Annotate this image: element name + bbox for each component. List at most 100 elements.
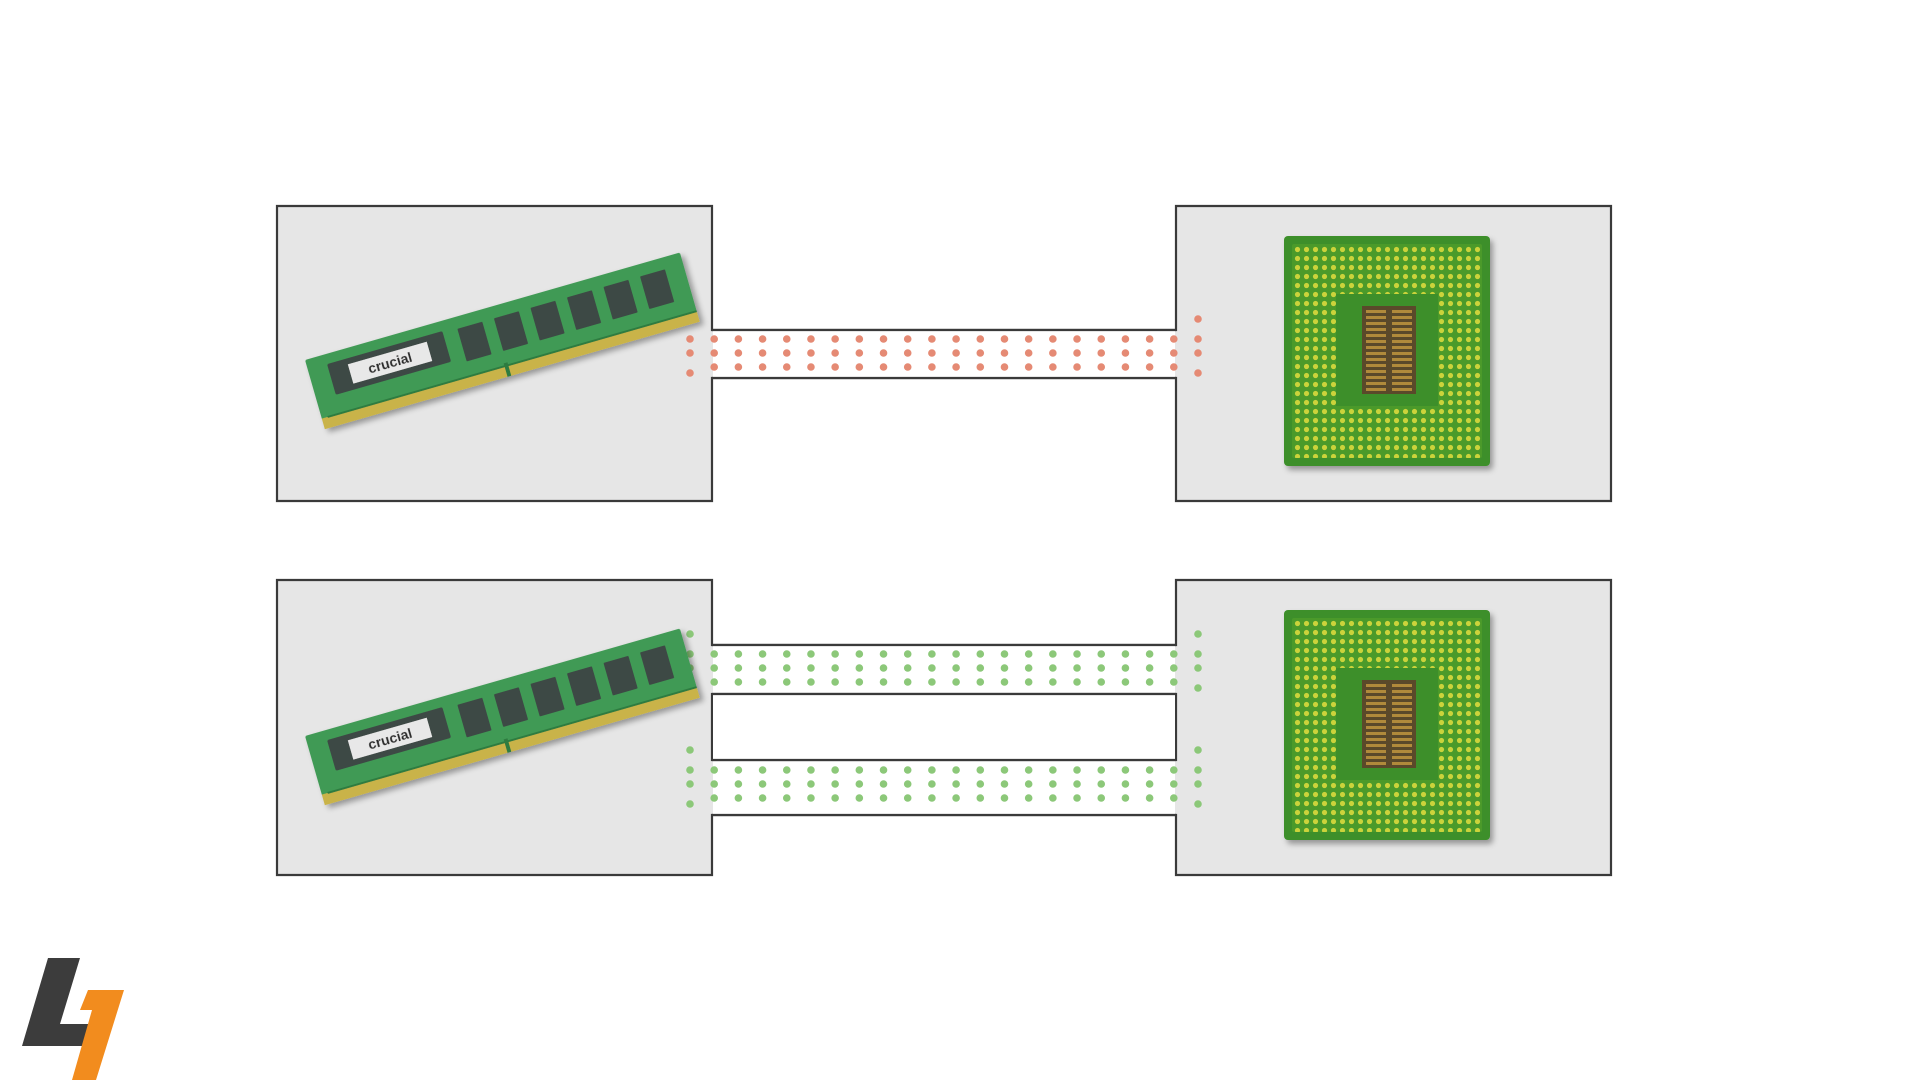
signal-dot [734, 363, 743, 371]
signal-dot [976, 678, 985, 686]
signal-dot [928, 780, 936, 788]
signal-dot [758, 349, 767, 357]
signal-dot [879, 678, 888, 686]
signal-dot [782, 780, 791, 788]
signal-dot [782, 349, 791, 357]
signal-dot [1000, 678, 1009, 686]
signal-dot [1194, 369, 1202, 377]
signal-dot [758, 780, 767, 788]
signal-dot [831, 335, 839, 343]
signal-dot [782, 664, 791, 672]
ram-module: crucial [305, 252, 700, 430]
signal-dot [782, 794, 791, 802]
signal-dot [1121, 349, 1130, 357]
logo-7-shape [72, 990, 124, 1080]
signal-dot [1194, 315, 1202, 323]
signal-dot [1145, 794, 1154, 802]
signal-dot [1073, 766, 1081, 774]
signal-dot [928, 650, 936, 658]
signal-dot [686, 335, 694, 343]
signal-dot [928, 794, 936, 802]
signal-dot [903, 664, 912, 672]
signal-dot [1024, 335, 1033, 343]
signal-dot [1145, 363, 1154, 371]
signal-dot [903, 363, 912, 371]
signal-dot [1000, 363, 1009, 371]
signal-dot [928, 335, 936, 343]
signal-dot [758, 335, 767, 343]
signal-dot [1000, 794, 1009, 802]
signal-dot [758, 794, 767, 802]
signal-dot [952, 780, 960, 788]
signal-dot [1049, 678, 1057, 686]
signal-dot [831, 678, 839, 686]
ram-memory-chips [457, 269, 675, 362]
signal-dot [976, 766, 985, 774]
signal-dot [807, 650, 815, 658]
signal-dot [734, 678, 743, 686]
signal-dot [1024, 766, 1033, 774]
signal-dot [1145, 766, 1154, 774]
signal-dot [879, 349, 888, 357]
l7-logo [22, 958, 124, 1080]
signal-dot [952, 349, 960, 357]
ram-chip [603, 279, 638, 320]
signal-dot [807, 664, 815, 672]
signal-dot [1121, 650, 1130, 658]
signal-dot [1024, 650, 1033, 658]
signal-dot [1097, 363, 1106, 371]
signal-dot [807, 794, 815, 802]
signal-dot [1049, 794, 1057, 802]
signal-dot [710, 349, 718, 357]
signal-dot [855, 794, 864, 802]
cpu-capacitors [1362, 680, 1416, 768]
signal-dot [1194, 684, 1202, 692]
signal-dot [855, 363, 864, 371]
signal-dot [1000, 650, 1009, 658]
signal-dot [1121, 794, 1130, 802]
signal-dot [1000, 664, 1009, 672]
signal-dot [686, 766, 694, 774]
signal-dot [855, 664, 864, 672]
signal-dot [710, 650, 718, 658]
signal-dot [758, 678, 767, 686]
signal-dot [879, 335, 888, 343]
signal-dot [928, 349, 936, 357]
signal-dot [831, 766, 839, 774]
signal-dot [1000, 349, 1009, 357]
signal-dot [1145, 678, 1154, 686]
signal-dot [710, 780, 718, 788]
signal-dot [1145, 335, 1154, 343]
signal-dot [807, 335, 815, 343]
signal-dot [807, 349, 815, 357]
signal-dot [903, 794, 912, 802]
signal-dot [976, 780, 985, 788]
signal-dot [734, 664, 743, 672]
signal-dot [1097, 650, 1106, 658]
signal-dot [879, 766, 888, 774]
signal-dot [758, 766, 767, 774]
signal-dot [1170, 650, 1178, 658]
signal-dot [686, 800, 694, 808]
signal-dot [710, 664, 718, 672]
signal-dot [976, 335, 985, 343]
signal-dot [1024, 349, 1033, 357]
signal-dot [879, 363, 888, 371]
logo-l-shape [22, 958, 104, 1046]
signal-dot [1170, 664, 1178, 672]
signal-dot [807, 678, 815, 686]
signal-dot [1097, 780, 1106, 788]
signal-dot [686, 349, 694, 357]
signal-dot [1145, 650, 1154, 658]
cpu-chip [1284, 610, 1490, 840]
signal-dot [879, 794, 888, 802]
signal-dot [710, 766, 718, 774]
ram-chip [603, 655, 638, 696]
signal-dot [1049, 664, 1057, 672]
signal-dot [686, 780, 694, 788]
signal-dot [782, 650, 791, 658]
signal-dot [855, 678, 864, 686]
signal-dot [928, 766, 936, 774]
cpu-capacitors [1362, 306, 1416, 394]
